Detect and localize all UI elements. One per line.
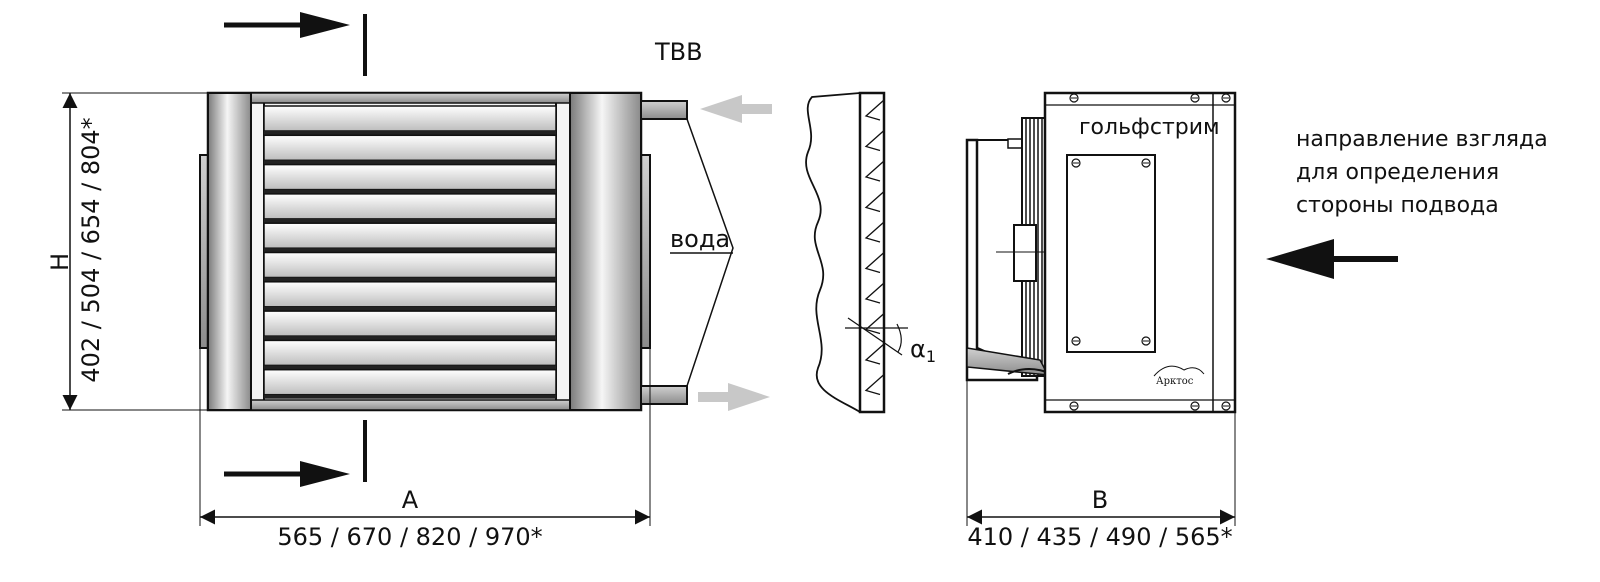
section-blade xyxy=(864,343,885,365)
alpha-label: α1 xyxy=(910,335,936,366)
slat-gap xyxy=(264,365,556,370)
section-blade xyxy=(864,374,885,396)
section-arrow-top xyxy=(224,12,367,76)
section-blades xyxy=(864,99,885,396)
water-leader xyxy=(686,118,734,387)
slat-gap xyxy=(264,306,556,311)
front-view: вода H 402 / 504 / 654 / 804* A 565 / 67… xyxy=(46,12,772,551)
louver-slat xyxy=(263,193,557,220)
depth-letter: B xyxy=(1092,486,1108,514)
water-out-arrow xyxy=(698,383,770,411)
louver-slat xyxy=(263,105,557,132)
right-side-panel xyxy=(569,92,642,411)
section-blade xyxy=(864,282,885,304)
section-frame xyxy=(858,91,886,414)
slat-gap xyxy=(264,336,556,341)
brand-label: гольфстрим xyxy=(1079,115,1220,140)
water-in-arrow xyxy=(700,95,772,123)
screws xyxy=(1069,93,1231,411)
slat-gap xyxy=(264,131,556,135)
depth-values: 410 / 435 / 490 / 565* xyxy=(967,523,1232,551)
height-letter: H xyxy=(46,253,74,271)
section-blade xyxy=(864,252,885,274)
louver-slat xyxy=(263,310,557,337)
side-view: гольфстрим Арктос B 410 / 435 / 490 / 56… xyxy=(965,91,1237,551)
height-values: 402 / 504 / 654 / 804* xyxy=(77,117,105,382)
motor-clamp xyxy=(1013,224,1037,282)
section-arrow-bottom xyxy=(224,420,367,487)
section-blade xyxy=(864,191,885,213)
section-view: α1 xyxy=(805,91,936,414)
slat-gap xyxy=(264,394,556,399)
left-side-panel xyxy=(207,92,252,411)
access-panel xyxy=(1066,154,1156,353)
model-title: ТВВ xyxy=(654,38,703,66)
section-blade xyxy=(864,221,885,243)
louver-slat xyxy=(263,163,557,191)
inlet-pipe xyxy=(640,100,688,120)
slat-gap xyxy=(264,189,556,194)
slat-gap xyxy=(264,277,556,282)
louver-slats xyxy=(263,105,557,399)
section-blade xyxy=(864,313,885,335)
slat-gap xyxy=(264,218,556,223)
view-direction-arrow xyxy=(1266,239,1334,279)
section-blade xyxy=(864,99,885,121)
louver-slat xyxy=(263,134,557,162)
svg-text:Арктос: Арктос xyxy=(1156,376,1194,387)
break-line xyxy=(805,92,861,413)
slat-gap xyxy=(264,248,556,253)
section-blade xyxy=(864,160,885,182)
width-values: 565 / 670 / 820 / 970* xyxy=(277,523,542,551)
water-label: вода xyxy=(670,225,730,253)
view-direction-note: направление взгляда для определения стор… xyxy=(1266,127,1548,279)
note-line-3: стороны подвода xyxy=(1296,193,1499,218)
note-line-2: для определения xyxy=(1296,160,1499,185)
section-blade xyxy=(864,130,885,152)
note-line-1: направление взгляда xyxy=(1296,127,1548,152)
louver-slat xyxy=(263,368,557,396)
arktos-logo: Арктос xyxy=(1153,365,1205,387)
outlet-pipe xyxy=(640,385,688,405)
louver-slat xyxy=(263,339,557,367)
louver-slat xyxy=(263,251,557,279)
width-letter: A xyxy=(402,486,419,514)
slat-gap xyxy=(264,160,556,165)
louver-slat xyxy=(263,281,557,308)
louver-slat xyxy=(263,222,557,249)
